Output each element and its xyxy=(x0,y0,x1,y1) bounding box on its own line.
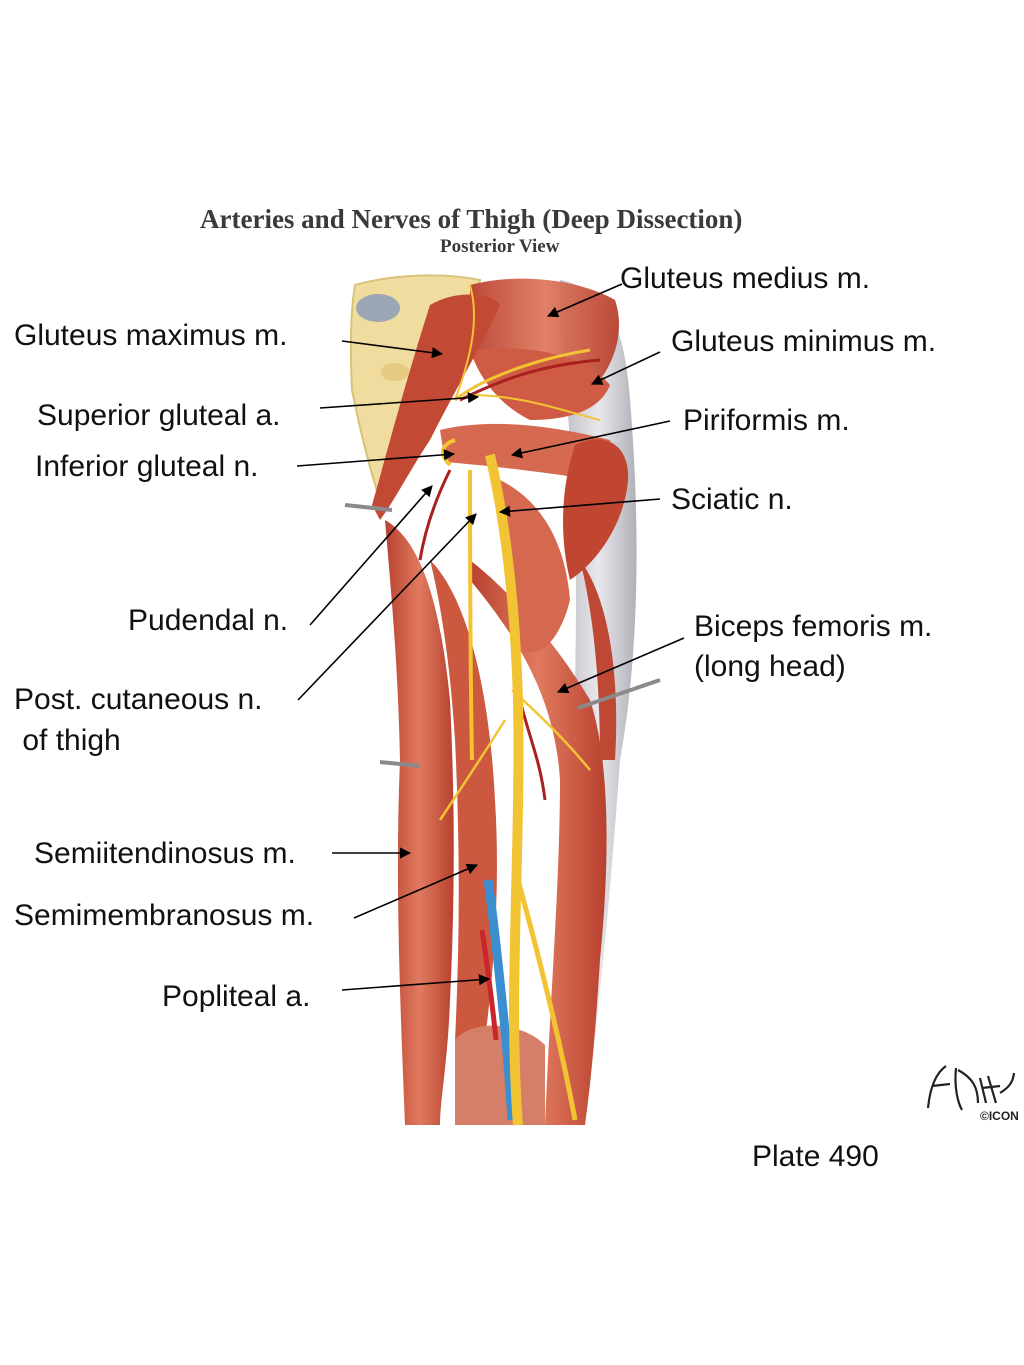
piriformis xyxy=(440,423,611,478)
figure-subtitle: Posterior View xyxy=(440,236,560,257)
muscular-nerve-branch xyxy=(438,719,507,821)
hamstring-medial xyxy=(385,520,454,1125)
sciatic-nerve xyxy=(485,453,524,1126)
plate-number: Plate 490 xyxy=(752,1140,879,1173)
vastus-lateral xyxy=(580,560,617,760)
label-sciatic: Sciatic n. xyxy=(671,483,793,516)
label-semitendinosus: Semiitendinosus m. xyxy=(34,837,296,870)
leader-sciatic xyxy=(498,498,661,517)
gluteus-maximus-lateral xyxy=(563,439,629,580)
label-biceps-line1: Biceps femoris m. xyxy=(694,610,933,643)
bone-foramen xyxy=(381,363,409,381)
leader-biceps xyxy=(556,637,685,694)
label-popliteal: Popliteal a. xyxy=(162,980,311,1013)
figure-title: Arteries and Nerves of Thigh (Deep Disse… xyxy=(200,204,743,234)
signature-mark: ©ICON xyxy=(980,1109,1018,1123)
label-gluteus-maximus: Gluteus maximus m. xyxy=(14,319,288,352)
popliteal-fossa xyxy=(455,1025,545,1125)
leader-popliteal xyxy=(341,974,491,991)
leader-superior-gluteal xyxy=(319,392,480,409)
popliteal-vein xyxy=(483,879,517,1121)
label-biceps-line2: (long head) xyxy=(694,650,846,683)
leader-gluteus-maximus xyxy=(341,340,444,359)
inferior-gluteal-artery xyxy=(418,469,452,561)
leader-inferior-gluteal xyxy=(296,449,456,467)
leader-gluteus-minimus xyxy=(590,351,661,385)
posterior-cutaneous-nerve xyxy=(468,469,474,761)
bone-foramen xyxy=(356,294,400,322)
label-gluteus-minimus: Gluteus minimus m. xyxy=(671,325,937,358)
leader-post-cutaneous xyxy=(297,513,477,701)
biceps-femoris xyxy=(470,560,607,1125)
leader-piriformis xyxy=(510,420,671,459)
inferior-gluteal-nerve xyxy=(441,438,456,467)
label-post-cutaneous-line2: of thigh xyxy=(14,724,121,757)
gluteal-nerve-branch xyxy=(469,394,601,421)
gluteal-nerve-branch xyxy=(454,284,476,401)
muscular-nerve-branch xyxy=(511,689,591,771)
label-post-cutaneous-line1: Post. cutaneous n. xyxy=(14,683,263,716)
retractor xyxy=(344,503,393,512)
label-pudendal: Pudendal n. xyxy=(128,604,289,637)
label-inferior-gluteal: Inferior gluteal n. xyxy=(35,450,259,483)
perforating-artery xyxy=(518,699,547,801)
label-piriformis: Piriformis m. xyxy=(683,404,850,437)
label-superior-gluteal: Superior gluteal a. xyxy=(37,399,281,432)
label-gluteus-medius: Gluteus medius m. xyxy=(620,262,871,295)
leader-gluteus-medius xyxy=(546,283,623,318)
leader-pudendal xyxy=(309,485,433,626)
label-semimembranosus: Semimembranosus m. xyxy=(14,899,315,932)
tibial-nerve-branch xyxy=(515,879,578,1121)
semimembranosus xyxy=(430,560,497,1040)
retractor xyxy=(379,760,421,768)
gluteus-maximus-cut xyxy=(372,294,500,520)
netter-signature: ©ICON xyxy=(926,1065,1018,1123)
superior-gluteal-nerve xyxy=(454,348,591,402)
retractor xyxy=(577,678,661,710)
gluteus-minimus xyxy=(470,348,610,420)
leader-semimembranosus xyxy=(353,863,479,919)
